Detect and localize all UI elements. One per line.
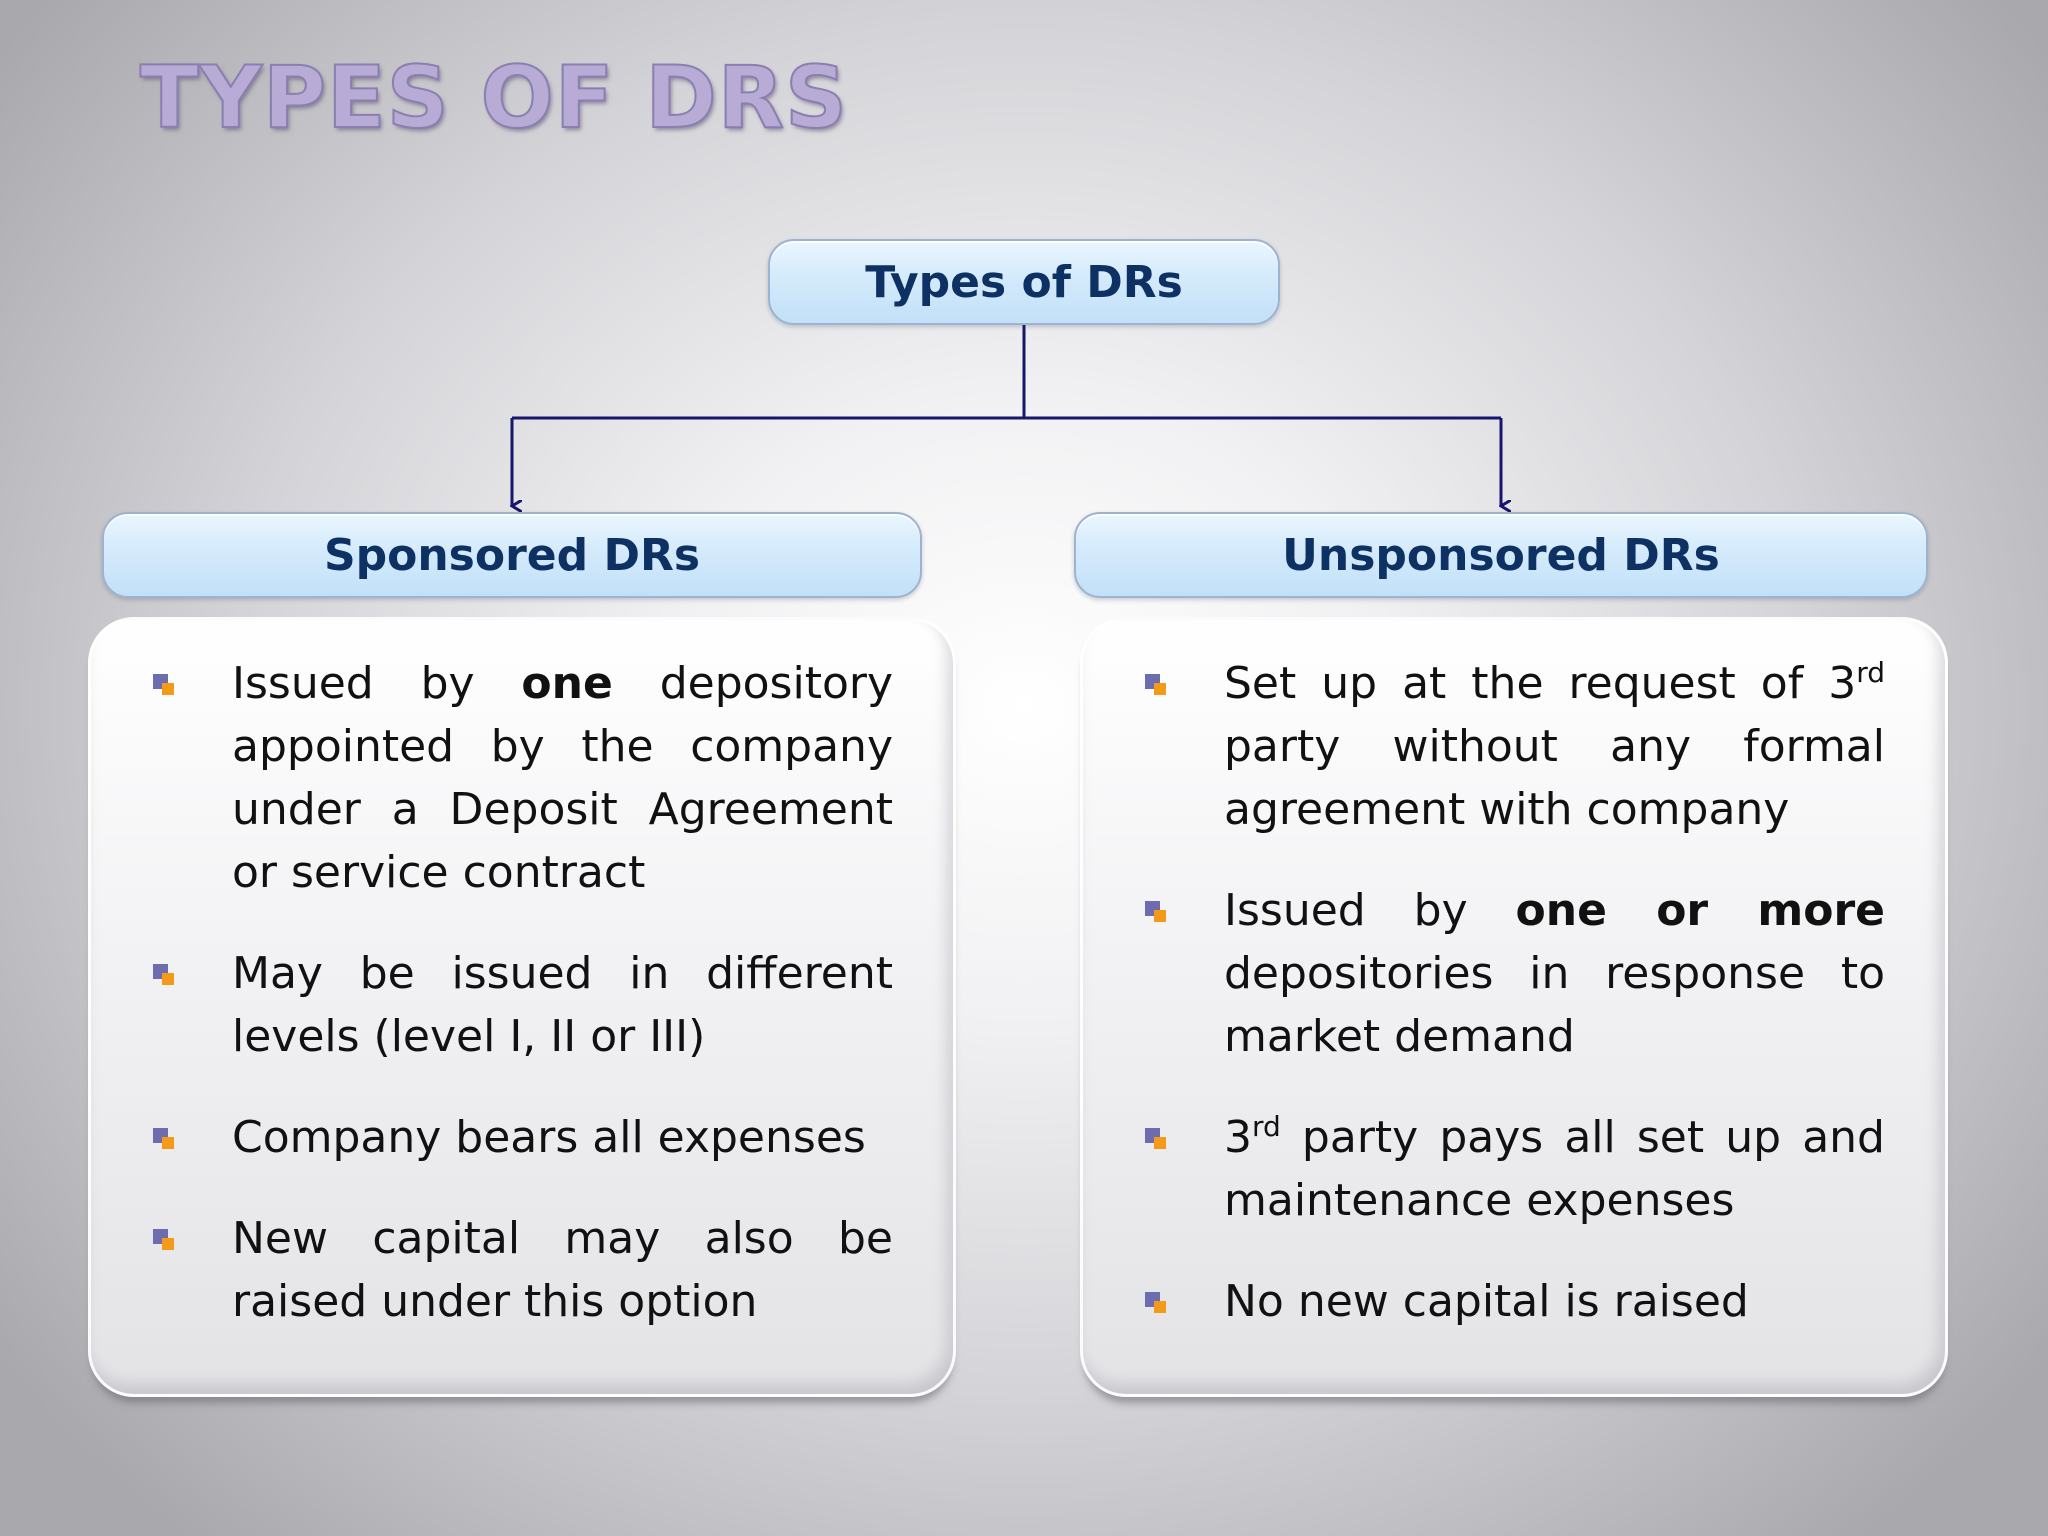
node-sponsored-label: Sponsored DRs bbox=[323, 529, 701, 581]
bullet-text: New capital may also be raised under thi… bbox=[232, 1213, 893, 1327]
sponsored-bullet-list: Issued by one depository appointed by th… bbox=[153, 652, 893, 1371]
square-bullet-icon bbox=[1145, 901, 1167, 923]
sponsored-details-panel: Issued by one depository appointed by th… bbox=[88, 617, 956, 1397]
unsponsored-bullet-2: Issued by one or more depositories in re… bbox=[1145, 879, 1885, 1068]
square-bullet-icon bbox=[153, 674, 175, 696]
node-root-label: Types of DRs bbox=[865, 256, 1183, 308]
node-sponsored-drs: Sponsored DRs bbox=[102, 512, 922, 598]
unsponsored-details-panel: Set up at the request of 3rd party witho… bbox=[1080, 617, 1948, 1397]
sponsored-bullet-1: Issued by one depository appointed by th… bbox=[153, 652, 893, 904]
square-bullet-icon bbox=[153, 1128, 175, 1150]
unsponsored-bullet-1: Set up at the request of 3rd party witho… bbox=[1145, 652, 1885, 841]
square-bullet-icon bbox=[153, 1229, 175, 1251]
bullet-text: May be issued in different levels (level… bbox=[232, 948, 893, 1062]
square-bullet-icon bbox=[153, 964, 175, 986]
unsponsored-bullet-4: No new capital is raised bbox=[1145, 1270, 1885, 1333]
sponsored-bullet-2: May be issued in different levels (level… bbox=[153, 942, 893, 1068]
bullet-text: 3rd party pays all set up and maintenanc… bbox=[1224, 1110, 1885, 1226]
node-unsponsored-label: Unsponsored DRs bbox=[1282, 529, 1720, 581]
sponsored-bullet-4: New capital may also be raised under thi… bbox=[153, 1207, 893, 1333]
square-bullet-icon bbox=[1145, 1292, 1167, 1314]
square-bullet-icon bbox=[1145, 1128, 1167, 1150]
bullet-text: Issued by one or more depositories in re… bbox=[1224, 885, 1886, 1062]
bullet-text: Set up at the request of 3rd party witho… bbox=[1224, 656, 1885, 835]
slide-title: TYPES OF DRS bbox=[139, 47, 848, 149]
bullet-text: Company bears all expenses bbox=[232, 1112, 866, 1163]
bullet-text: Issued by one depository appointed by th… bbox=[232, 658, 893, 898]
square-bullet-icon bbox=[1145, 674, 1167, 696]
sponsored-bullet-3: Company bears all expenses bbox=[153, 1106, 893, 1169]
unsponsored-bullet-3: 3rd party pays all set up and maintenanc… bbox=[1145, 1106, 1885, 1232]
bullet-text: No new capital is raised bbox=[1224, 1276, 1749, 1327]
unsponsored-bullet-list: Set up at the request of 3rd party witho… bbox=[1145, 652, 1885, 1371]
node-unsponsored-drs: Unsponsored DRs bbox=[1074, 512, 1928, 598]
node-types-of-drs: Types of DRs bbox=[768, 239, 1280, 325]
